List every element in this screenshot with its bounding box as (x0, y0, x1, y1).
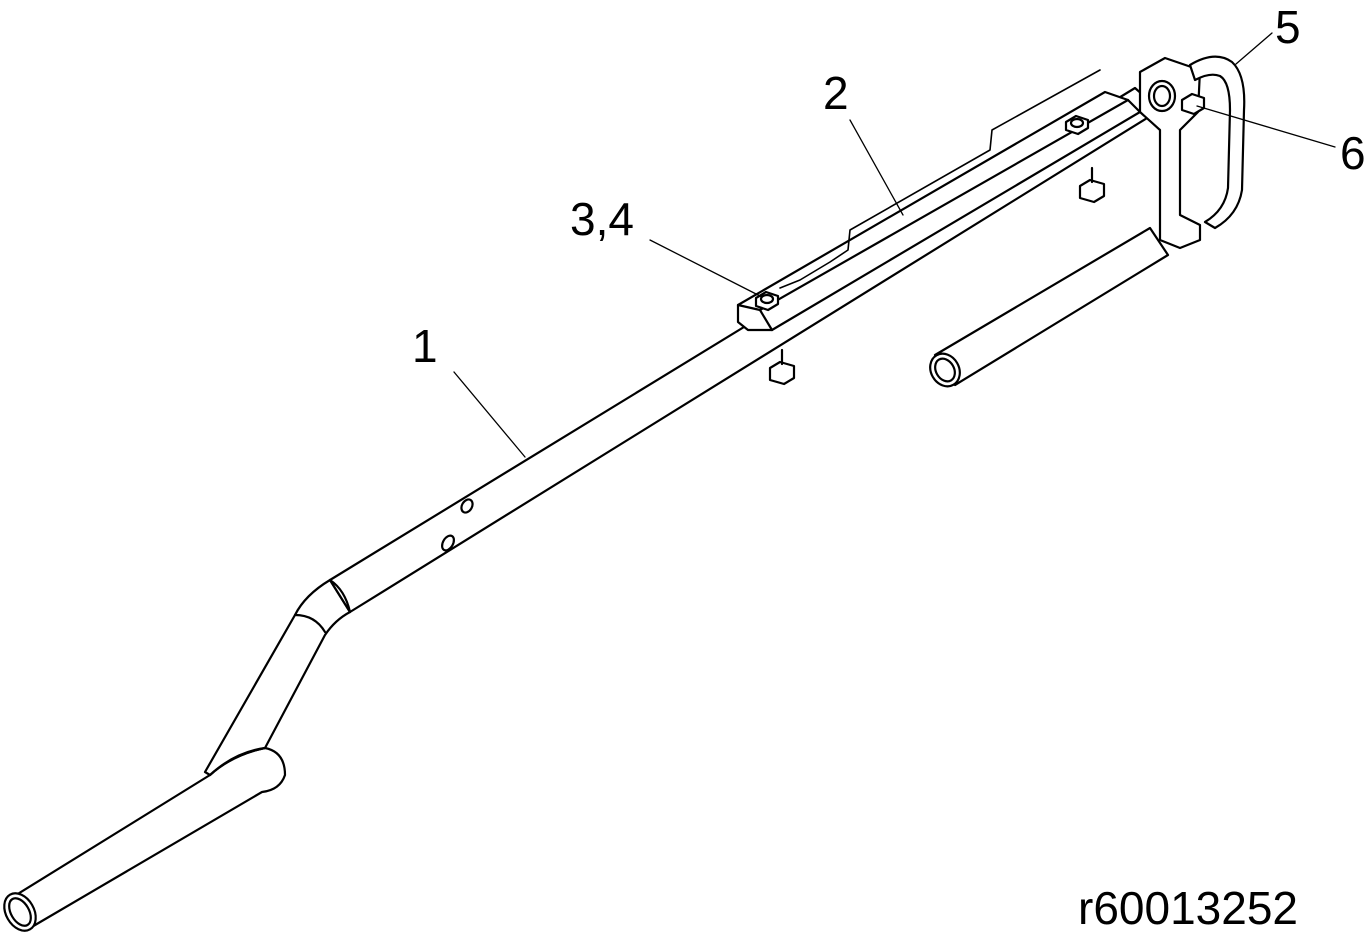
callout-3-4: 3,4 (570, 193, 634, 245)
nut-rear (1078, 178, 1106, 204)
callout-6: 6 (1340, 127, 1366, 179)
grip-tube (6, 746, 287, 930)
callout-2: 2 (823, 67, 849, 119)
part-5-loop-handle (1188, 55, 1246, 230)
leader-6 (1196, 105, 1336, 148)
end-bracket (1138, 56, 1202, 250)
leader-lines (453, 32, 1336, 458)
part-6-bolt (1180, 92, 1206, 116)
part-2-clamp-bar (736, 69, 1142, 332)
bend-section (203, 578, 352, 777)
leader-5 (1235, 32, 1273, 65)
callout-1: 1 (412, 320, 438, 372)
adjust-hole-lower (441, 534, 455, 552)
lower-rod (929, 226, 1170, 388)
nut-front (768, 360, 796, 386)
leader-3-4 (649, 239, 763, 298)
leader-1 (453, 371, 526, 458)
part-3-4-bolts (754, 114, 1106, 386)
leader-2 (849, 119, 904, 216)
adjust-hole-upper (460, 498, 474, 514)
drawing-code: r60013252 (1078, 882, 1298, 934)
grip-end-cap (3, 892, 37, 932)
callout-5: 5 (1275, 1, 1301, 53)
